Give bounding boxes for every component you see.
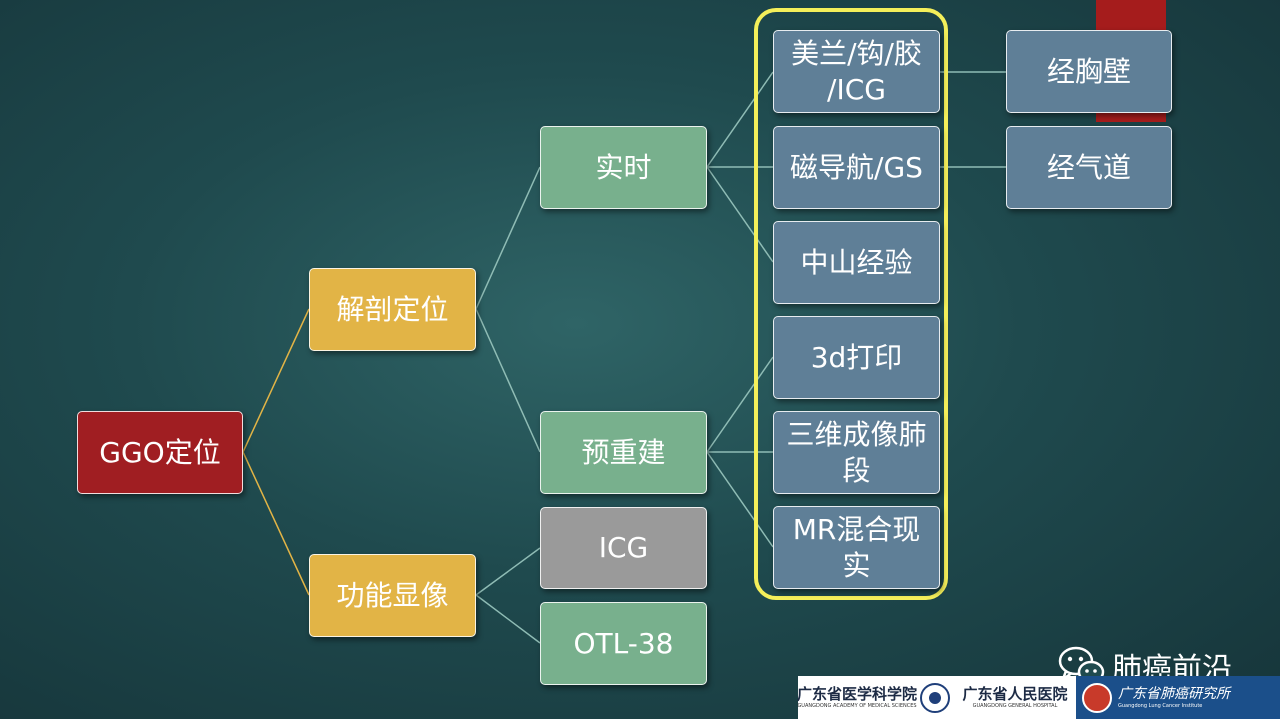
connector-realtime-meilan: [706, 71, 774, 168]
node-label: OTL-38: [573, 626, 674, 660]
node-label-line1: MR混合现: [792, 512, 921, 546]
node-label: 预重建: [581, 435, 666, 469]
node-label-line1: 美兰/钩/胶: [791, 36, 922, 70]
node-mixed-reality: MR混合现 实: [773, 506, 940, 589]
node-realtime: 实时: [540, 126, 707, 209]
node-label: 3d打印: [810, 340, 903, 374]
node-label: 经气道: [1046, 150, 1131, 184]
logo-academy: 广东省医学科学院 GUANGDONG ACADEMY OF MEDICAL SC…: [797, 676, 918, 719]
node-icg: ICG: [540, 507, 707, 589]
node-label: 实时: [595, 150, 652, 184]
node-anatomic-localization: 解剖定位: [309, 268, 476, 351]
logo-academy-subtitle: GUANGDONG ACADEMY OF MEDICAL SCIENCES: [797, 703, 917, 709]
node-ggo-localization: GGO定位: [77, 411, 243, 494]
node-label-line2: /ICG: [827, 72, 886, 106]
logo-institute-subtitle: Guangdong Lung Cancer Institute: [1118, 703, 1203, 709]
node-magnetic-navigation-gs: 磁导航/GS: [773, 126, 940, 209]
logo-hospital-subtitle: GUANGDONG GENERAL HOSPITAL: [972, 703, 1058, 709]
node-label: 功能显像: [336, 578, 449, 612]
node-label: GGO定位: [99, 435, 221, 469]
node-methylene-blue-hook-glue-icg: 美兰/钩/胶 /ICG: [773, 30, 940, 113]
node-3d-printing: 3d打印: [773, 316, 940, 399]
connector-prerecon-print3d: [706, 356, 774, 453]
connector-root-anatomic: [242, 308, 310, 453]
node-transbronchial: 经气道: [1006, 126, 1172, 209]
connector-prerecon-mr: [706, 451, 774, 548]
node-label: 中山经验: [800, 245, 913, 279]
node-functional-imaging: 功能显像: [309, 554, 476, 637]
hospital-seal-icon: [920, 682, 950, 713]
logo-institute: 广东省肺癌研究所 Guangdong Lung Cancer Institute: [1076, 676, 1280, 719]
logo-academy-title: 广东省医学科学院: [797, 685, 918, 703]
connector-anatomic-prerecon: [475, 308, 541, 453]
node-label: 解剖定位: [336, 292, 449, 326]
node-label: 磁导航/GS: [790, 150, 923, 184]
node-label: ICG: [598, 531, 649, 564]
node-otl-38: OTL-38: [540, 602, 707, 685]
node-label-line2: 段: [842, 453, 871, 487]
connector-functional-otl: [475, 594, 541, 644]
institution-logos: 广东省医学科学院 GUANGDONG ACADEMY OF MEDICAL SC…: [797, 676, 1280, 719]
node-transthoracic: 经胸壁: [1006, 30, 1172, 113]
logo-hospital-title: 广东省人民医院: [962, 685, 1068, 703]
node-label: 经胸壁: [1046, 54, 1131, 88]
node-label-line2: 实: [842, 548, 871, 582]
node-zhongshan-experience: 中山经验: [773, 221, 940, 304]
node-prereconstruction: 预重建: [540, 411, 707, 494]
connector-realtime-zhongshan: [706, 166, 774, 263]
institute-seal-icon: [1082, 682, 1112, 713]
connector-root-functional: [242, 451, 310, 596]
logo-hospital: 广东省人民医院 GUANGDONG GENERAL HOSPITAL: [954, 676, 1076, 719]
connector-functional-icg: [475, 547, 541, 596]
highlight-frame: [754, 8, 948, 600]
node-3d-imaging-lung-segment: 三维成像肺 段: [773, 411, 940, 494]
node-label-line1: 三维成像肺: [786, 417, 927, 451]
logo-institute-title: 广东省肺癌研究所: [1118, 686, 1230, 702]
connector-anatomic-realtime: [475, 166, 541, 310]
